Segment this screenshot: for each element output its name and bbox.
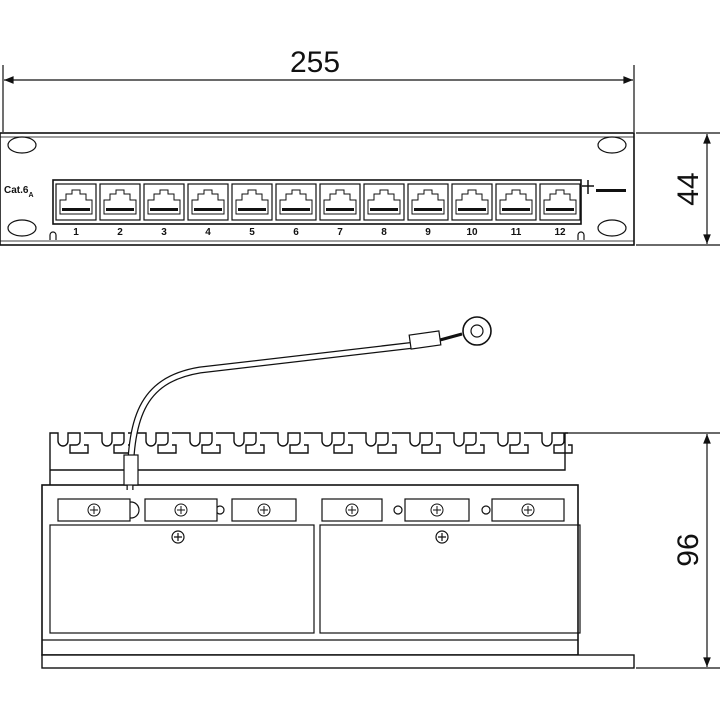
mounting-hole-br <box>597 219 627 237</box>
height-dimension-label: 44 <box>672 172 705 205</box>
port-strip <box>52 179 582 225</box>
mounting-hole-bl <box>7 219 37 237</box>
module-right <box>319 524 581 634</box>
rj45-port <box>231 183 273 221</box>
rj45-port <box>55 183 97 221</box>
ground-cable <box>126 341 416 491</box>
cable-comb <box>49 432 573 485</box>
shield-clamp <box>404 498 470 522</box>
telegaertner-logo <box>582 180 626 194</box>
rj45-port <box>407 183 449 221</box>
ground-symbol <box>49 231 57 240</box>
mounting-hole-tr <box>597 136 627 154</box>
module-left <box>49 524 315 634</box>
port-number: 10 <box>466 227 478 238</box>
rj45-port <box>143 183 185 221</box>
rj45-port <box>187 183 229 221</box>
rj45-port <box>363 183 405 221</box>
category-label: Cat.6A <box>4 185 34 199</box>
port-number: 6 <box>293 227 299 238</box>
width-dimension-label: 255 <box>290 46 340 79</box>
port-number: 3 <box>161 227 167 238</box>
port-number: 11 <box>511 227 522 238</box>
rj45-port <box>451 183 493 221</box>
shield-clamp <box>321 498 383 522</box>
shield-clamp <box>144 498 218 522</box>
ground-symbol <box>577 231 585 240</box>
mounting-hole-tl <box>7 136 37 154</box>
shield-clamp <box>491 498 565 522</box>
depth-dimension-label: 96 <box>672 533 705 566</box>
rj45-port <box>495 183 537 221</box>
shield-clamp <box>57 498 131 522</box>
cable-crimp <box>408 330 442 350</box>
shield-clamps <box>57 498 565 522</box>
port-number: 5 <box>249 227 255 238</box>
rj45-port <box>275 183 317 221</box>
port-number: 7 <box>337 227 343 238</box>
rj45-port <box>319 183 361 221</box>
screw-icon <box>171 530 185 544</box>
ring-terminal <box>462 316 492 346</box>
port-number: 1 <box>73 227 79 238</box>
screw-icon <box>435 530 449 544</box>
port-number: 4 <box>205 227 211 238</box>
port-number: 8 <box>381 227 387 238</box>
port-number: 9 <box>425 227 431 238</box>
port-number: 12 <box>554 227 566 238</box>
screw-slot <box>438 533 446 541</box>
rj45-port <box>539 183 581 221</box>
hole <box>393 505 403 515</box>
shield-clamp <box>231 498 297 522</box>
hole <box>481 505 491 515</box>
rj45-port <box>99 183 141 221</box>
base-plate <box>41 654 635 669</box>
front-panel-inner <box>0 136 635 242</box>
port-number: 2 <box>117 227 123 238</box>
cable-sleeve <box>123 454 139 486</box>
screw-slot <box>174 533 182 541</box>
